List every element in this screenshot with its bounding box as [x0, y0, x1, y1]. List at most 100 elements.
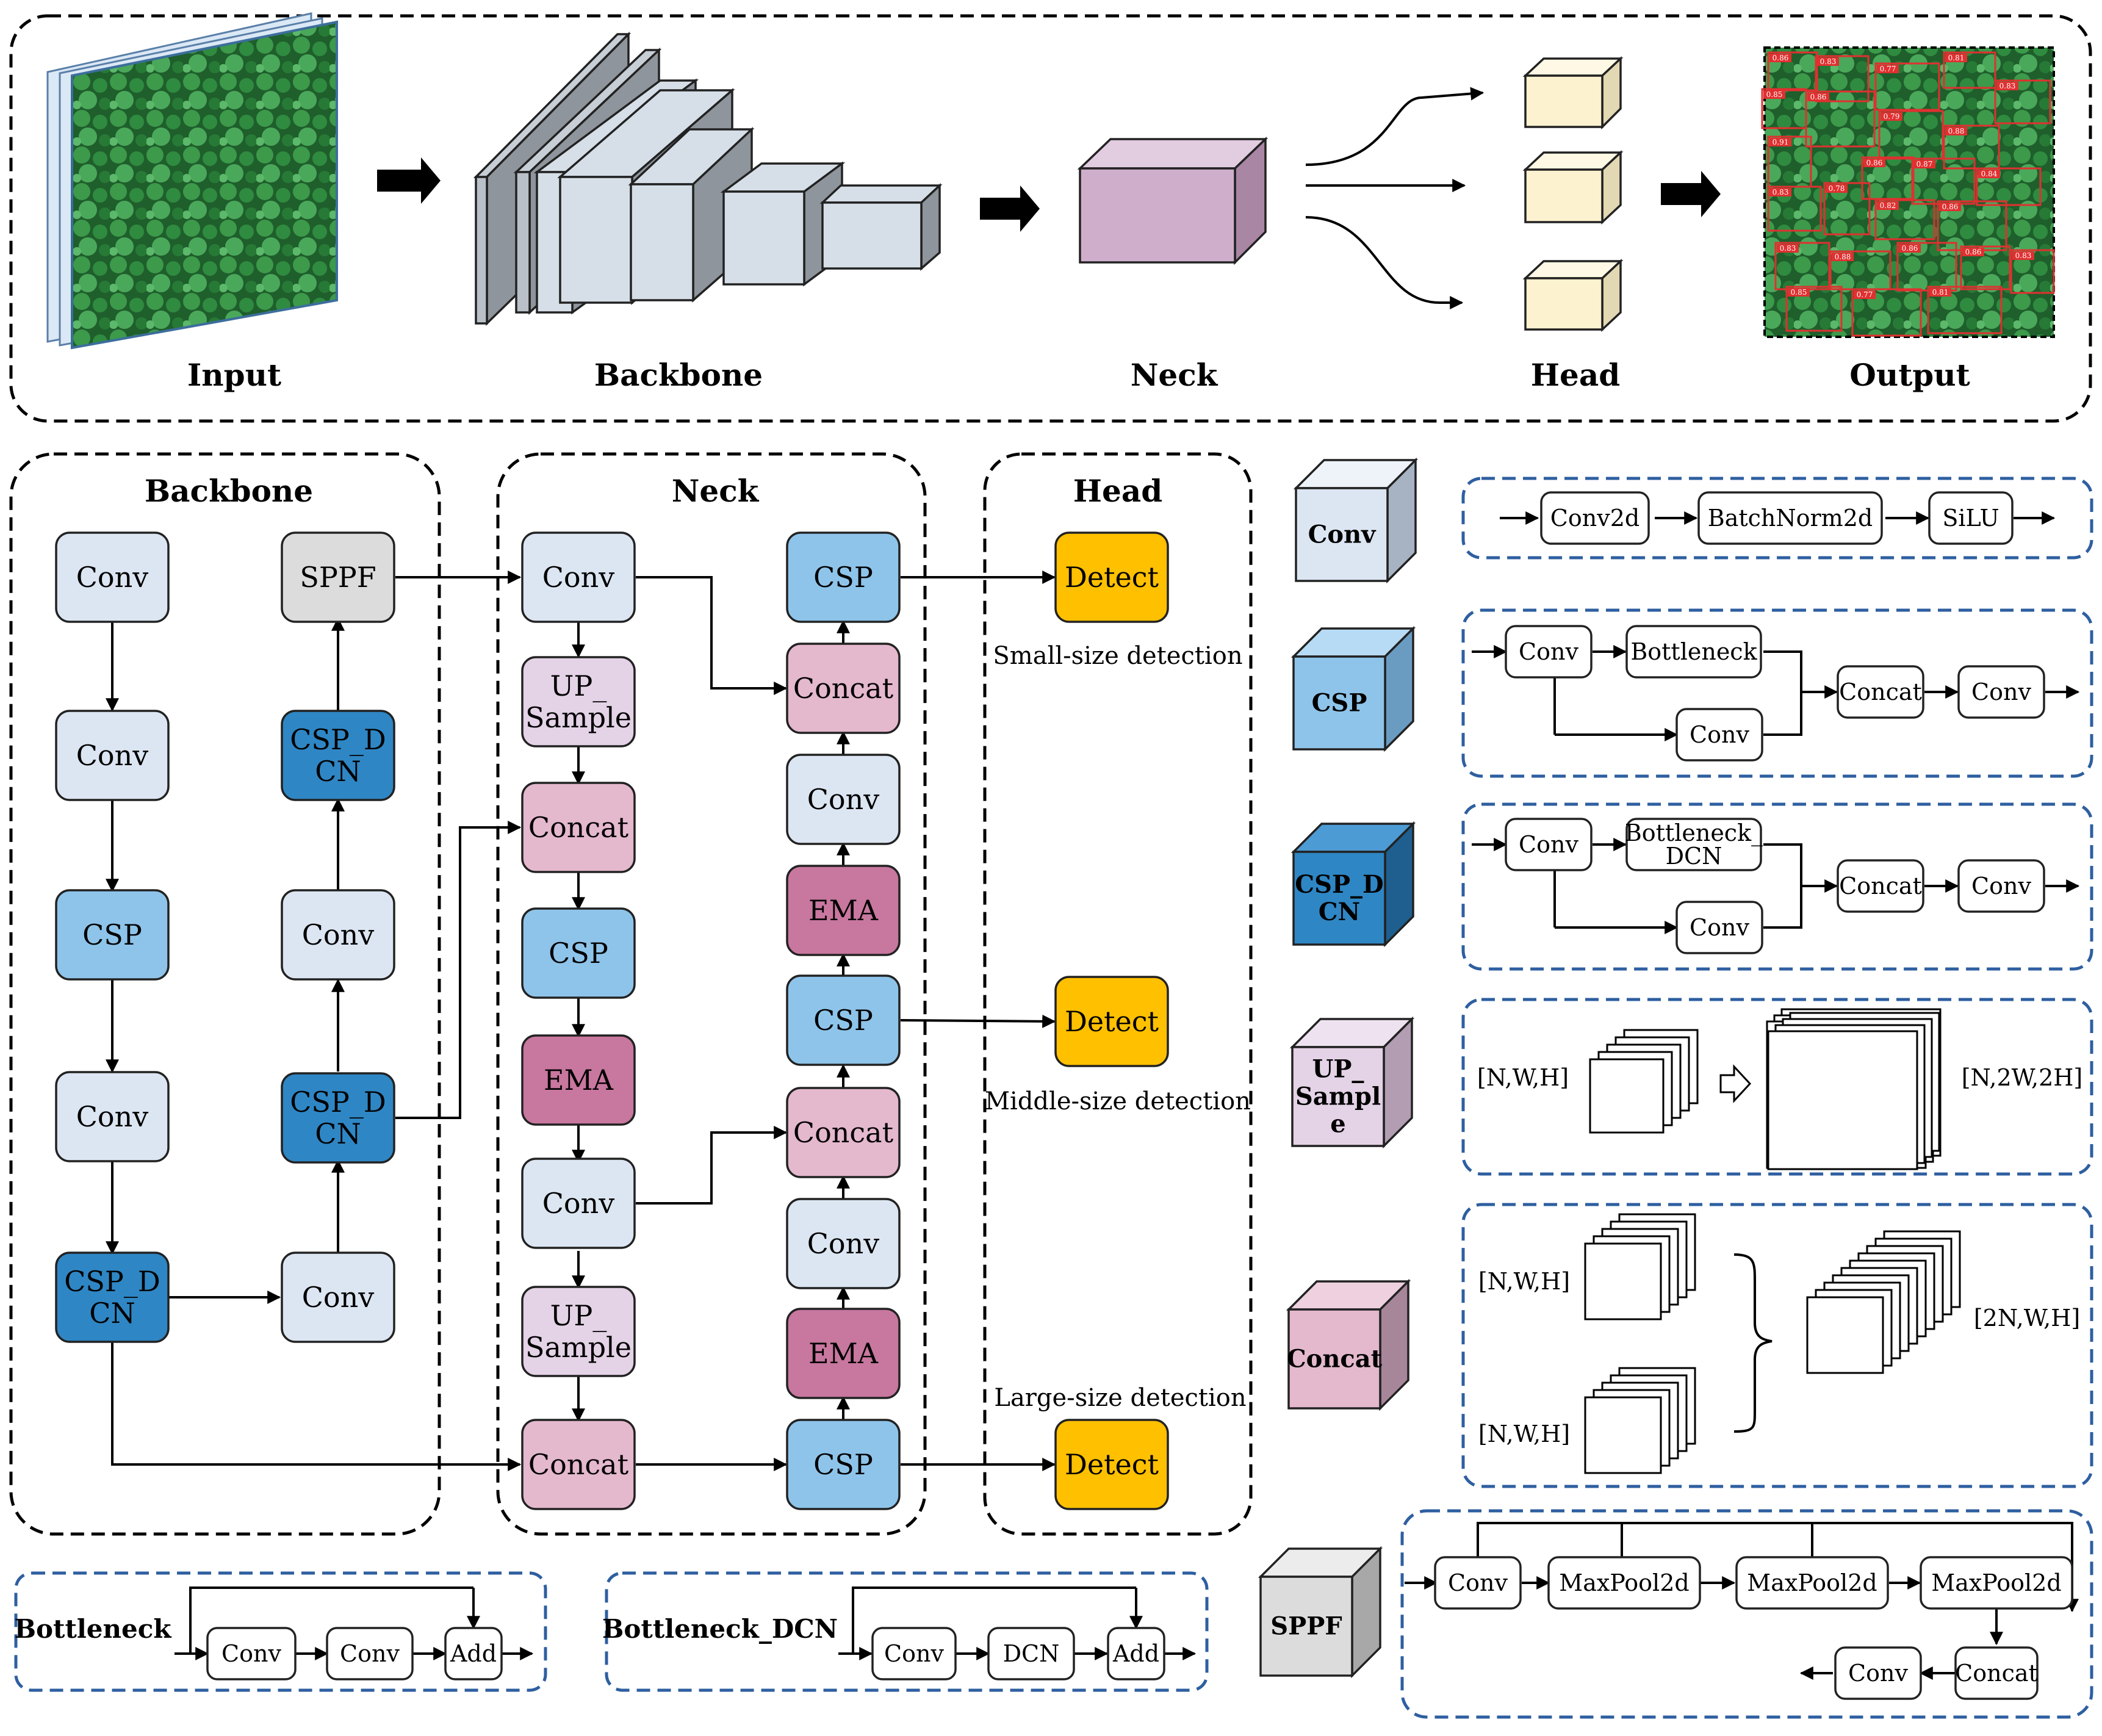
detect-small-label: Detect	[1065, 561, 1159, 594]
neck-ema-2: EMA	[786, 1308, 901, 1399]
conv-cube: Conv	[1293, 457, 1419, 584]
backbone-conv-1: Conv	[55, 531, 170, 623]
svg-text:0.87: 0.87	[1917, 160, 1933, 168]
conv-legend-panel	[1461, 477, 2093, 560]
detection-score: 0.77	[1854, 290, 1876, 299]
bdcn-dcn-box: DCN	[987, 1627, 1075, 1680]
cspdcn-conv3-box: Conv	[1957, 859, 2045, 913]
svg-text:0.83: 0.83	[1820, 57, 1837, 66]
bottleneck-conv-1-box-label: Conv	[221, 1640, 281, 1667]
neck-upsample-1: UP_Sample	[521, 656, 636, 747]
csp-bottleneck-box-label: Bottleneck	[1630, 638, 1757, 665]
batchnorm2d-box-label: BatchNorm2d	[1708, 505, 1873, 531]
bottleneck-dcn-links	[838, 1587, 1197, 1660]
upsample-output-dim: [N,2W,2H]	[1962, 1064, 2083, 1091]
cspdcn-legend-links	[1472, 838, 2080, 934]
neck-ema-1: EMA	[521, 1034, 636, 1126]
large-detection-caption: Large-size detection	[994, 1384, 1246, 1412]
bottleneck-title: Bottleneck	[15, 1614, 172, 1644]
neck-concat-1: Concat	[521, 782, 636, 873]
csp-conv2-box: Conv	[1675, 708, 1763, 762]
middle-detection-caption: Middle-size detection	[985, 1087, 1251, 1115]
neck-concat-2: Concat	[521, 1419, 636, 1510]
detection-score: 0.77	[1877, 65, 1899, 73]
svg-text:0.86: 0.86	[1810, 93, 1827, 101]
sppf-cube-label: SPPF	[1270, 1612, 1342, 1641]
detection-box	[1823, 182, 1871, 236]
detection-box	[1874, 62, 1940, 111]
backbone-csp-1: CSP	[55, 889, 170, 981]
stage-label-input: Input	[187, 357, 281, 393]
detection-box	[1878, 110, 1944, 160]
concat-cube-label: Concat	[1287, 1345, 1383, 1374]
bottleneck-add-box: Add	[444, 1627, 503, 1680]
detection-score: 0.79	[1881, 112, 1902, 121]
detection-score: 0.85	[1788, 288, 1810, 297]
svg-text:0.83: 0.83	[1780, 244, 1796, 253]
concat-input-dim-2: [N,W,H]	[1478, 1421, 1570, 1447]
flow-arrow	[1661, 171, 1721, 217]
svg-text:0.86: 0.86	[1902, 244, 1918, 253]
svg-text:0.77: 0.77	[1880, 65, 1896, 73]
neck-ema-2-label: EMA	[808, 1337, 879, 1370]
detection-box	[1896, 242, 1957, 292]
cspdcn-conv-box: Conv	[1505, 818, 1593, 871]
bottleneck-links	[175, 1587, 534, 1660]
detection-box	[1785, 286, 1843, 332]
bottleneck-add-box-label: Add	[450, 1640, 497, 1667]
neck-conv-4-label: Conv	[807, 783, 880, 816]
detection-score: 0.82	[1877, 201, 1899, 210]
csp-conv-box: Conv	[1505, 625, 1593, 679]
sppf-conv2-box-label: Conv	[1848, 1660, 1908, 1687]
csp-conv3-box-label: Conv	[1971, 679, 2031, 705]
detection-score: 0.86	[1939, 203, 1961, 211]
sppf-maxpool-1-box: MaxPool2d	[1547, 1556, 1701, 1610]
stage-label-backbone: Backbone	[594, 357, 763, 393]
svg-text:0.78: 0.78	[1829, 184, 1845, 193]
neck-title: Neck	[672, 473, 760, 509]
detection-score: 0.88	[1832, 253, 1854, 261]
detect-large-label: Detect	[1065, 1448, 1159, 1481]
neck-ema-3: EMA	[786, 865, 901, 956]
concat-cube: Concat	[1286, 1278, 1411, 1411]
svg-text:0.86: 0.86	[1965, 248, 1982, 256]
detect-middle: Detect	[1054, 976, 1169, 1067]
detection-box	[1861, 156, 1915, 200]
detect-middle-label: Detect	[1065, 1005, 1159, 1038]
cspdcn-bottleneck-box-label: Bottleneck_DCN	[1625, 819, 1763, 870]
neck-conv-2: Conv	[521, 1158, 636, 1249]
conv2d-box-label: Conv2d	[1550, 505, 1639, 531]
upsample-input-dim: [N,W,H]	[1477, 1064, 1569, 1091]
flow-arrow	[377, 157, 441, 204]
cspdcn-concat-box: Concat	[1837, 859, 1924, 913]
neck-csp-middle: CSP	[786, 974, 901, 1066]
brace-icon	[1733, 1253, 1773, 1433]
sppf-legend-links	[1405, 1522, 2079, 1680]
neck-conv-3-label: Conv	[807, 1227, 880, 1260]
neck-csp-1: CSP	[521, 907, 636, 999]
sppf-conv-box: Conv	[1434, 1556, 1522, 1610]
svg-text:0.86: 0.86	[1866, 159, 1883, 167]
neck-ema-1-label: EMA	[544, 1064, 614, 1097]
svg-text:0.86: 0.86	[1942, 203, 1959, 211]
bdcn-dcn-box-label: DCN	[1003, 1640, 1060, 1667]
neck-block	[1077, 136, 1269, 265]
detection-box	[1805, 90, 1876, 148]
concat-legend-panel	[1461, 1203, 2093, 1488]
detect-small: Detect	[1054, 531, 1169, 623]
upsample-big-stack	[1767, 1012, 1940, 1170]
bdcn-conv-box: Conv	[871, 1627, 957, 1680]
svg-text:0.85: 0.85	[1766, 90, 1783, 99]
svg-text:0.82: 0.82	[1880, 201, 1896, 210]
cspdcn-conv2-box: Conv	[1675, 901, 1763, 954]
detection-score: 0.88	[1945, 127, 1967, 135]
neck-csp-small: CSP	[786, 531, 901, 623]
backbone-conv-5-label: Conv	[302, 1281, 375, 1314]
detection-score: 0.86	[1769, 54, 1791, 62]
